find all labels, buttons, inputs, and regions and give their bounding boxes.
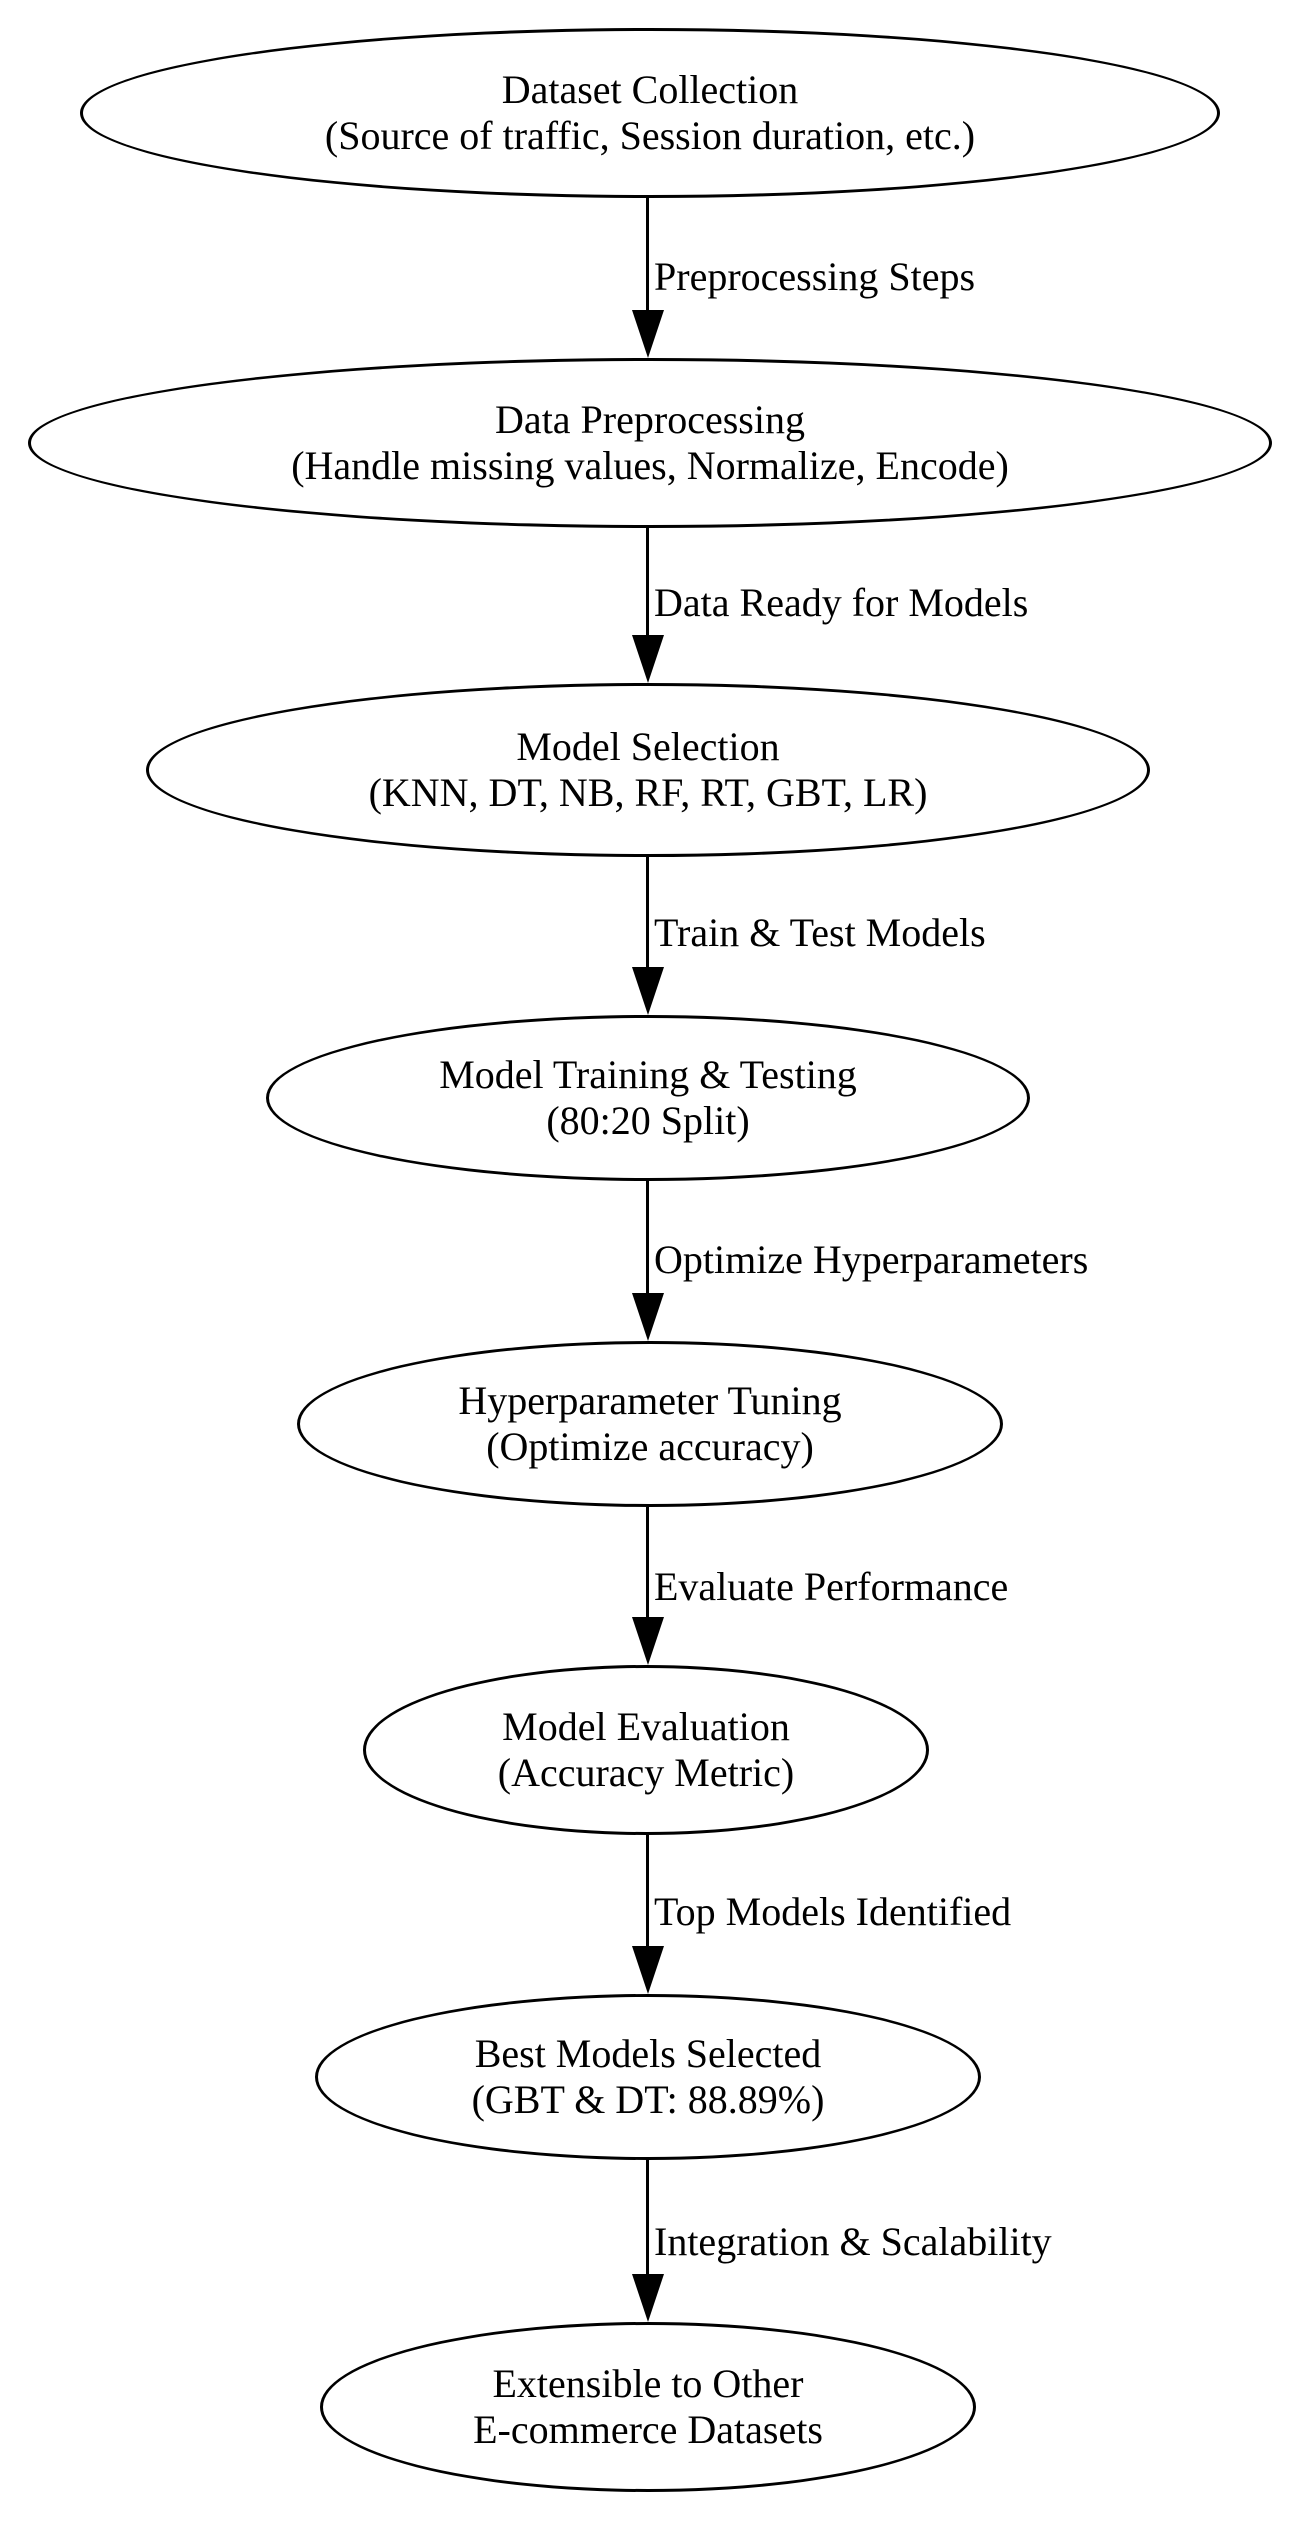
node-hyperparameter-tuning: Hyperparameter Tuning (Optimize accuracy…	[297, 1341, 1003, 1507]
node-subtitle: (GBT & DT: 88.89%)	[471, 2077, 825, 2122]
node-model-evaluation: Model Evaluation (Accuracy Metric)	[363, 1665, 929, 1835]
arrowhead-icon	[632, 310, 664, 358]
arrowhead-icon	[632, 1946, 664, 1994]
node-title: Model Evaluation	[502, 1704, 790, 1749]
node-title: Data Preprocessing	[495, 397, 805, 442]
node-data-preprocessing: Data Preprocessing (Handle missing value…	[28, 358, 1272, 528]
edge-line	[646, 1181, 649, 1293]
node-title: Best Models Selected	[474, 2031, 822, 2076]
edge-line	[646, 857, 649, 967]
edge-label: Preprocessing Steps	[654, 254, 976, 299]
arrowhead-icon	[632, 967, 664, 1015]
edge-line	[646, 528, 649, 639]
node-subtitle: (Optimize accuracy)	[486, 1424, 814, 1469]
arrowhead-icon	[632, 1293, 664, 1341]
edge-label: Top Models Identified	[654, 1889, 1012, 1934]
edge-label: Optimize Hyperparameters	[654, 1237, 1089, 1282]
arrowhead-icon	[632, 2274, 664, 2322]
edge-line	[646, 1835, 649, 1946]
node-title: Dataset Collection	[501, 67, 799, 112]
edge-line	[646, 1507, 649, 1617]
edge-line	[646, 2160, 649, 2274]
node-title: Model Selection	[516, 724, 780, 769]
edge-label: Integration & Scalability	[654, 2219, 1052, 2264]
node-subtitle: (Source of traffic, Session duration, et…	[324, 113, 976, 158]
node-title: Extensible to Other	[492, 2361, 804, 2406]
edge-label: Evaluate Performance	[654, 1564, 1009, 1609]
node-extensible-datasets: Extensible to Other E-commerce Datasets	[320, 2322, 976, 2492]
node-title: Model Training & Testing	[439, 1052, 857, 1097]
node-subtitle: (Handle missing values, Normalize, Encod…	[291, 443, 1009, 488]
node-model-selection: Model Selection (KNN, DT, NB, RF, RT, GB…	[146, 683, 1150, 857]
edge-label: Data Ready for Models	[654, 580, 1029, 625]
node-subtitle: (80:20 Split)	[546, 1098, 750, 1143]
node-subtitle: (Accuracy Metric)	[497, 1750, 795, 1795]
edge-label: Train & Test Models	[654, 910, 986, 955]
arrowhead-icon	[632, 1617, 664, 1665]
node-subtitle: E-commerce Datasets	[473, 2407, 823, 2452]
node-title: Hyperparameter Tuning	[458, 1378, 842, 1423]
arrowhead-icon	[632, 635, 664, 683]
node-model-training-testing: Model Training & Testing (80:20 Split)	[266, 1015, 1030, 1181]
edge-line	[646, 198, 649, 314]
node-best-models-selected: Best Models Selected (GBT & DT: 88.89%)	[315, 1994, 981, 2160]
node-dataset-collection: Dataset Collection (Source of traffic, S…	[80, 28, 1220, 198]
node-subtitle: (KNN, DT, NB, RF, RT, GBT, LR)	[368, 770, 928, 815]
